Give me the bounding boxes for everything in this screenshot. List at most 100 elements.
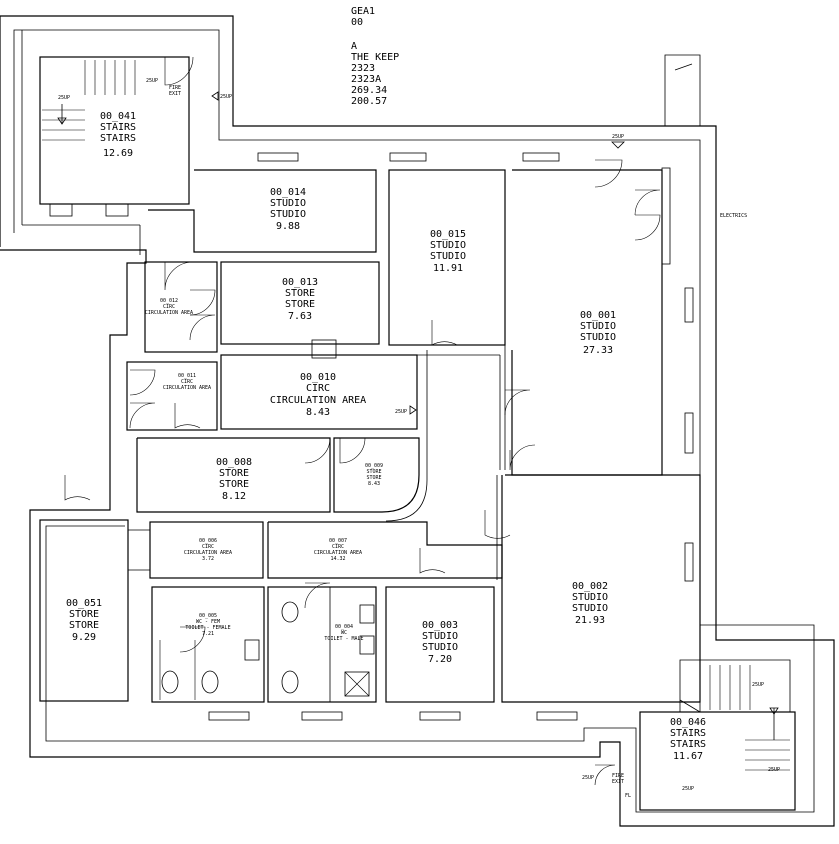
room-name: STUDIO [422,631,458,642]
door-swing [339,437,366,464]
door-swing [179,626,206,653]
room-number: 00_051 [66,598,102,609]
room-area: 3.72 [202,556,214,562]
arrow-left-icon [211,91,219,101]
room-use: TOILET - FEMALE [185,625,230,631]
room-number: 00_010 [300,372,336,383]
room-name: STUDIO [270,198,306,209]
room-area: 7.63 [288,311,312,322]
sink-icon [359,604,375,624]
room-area: 8.43 [368,481,380,487]
room-name: STORE [69,609,99,620]
floor-level-tag: FL [625,793,631,799]
room-use: STUDIO [270,209,306,220]
door-swing [189,289,216,316]
room-area: 7.21 [202,631,214,637]
fire-exit-tag: FIRE [612,773,624,779]
room-area: 7.20 [428,654,452,665]
shower-icon [344,671,370,697]
direction-arrows [57,91,779,740]
room-number: 00_008 [216,457,252,468]
room-use: STUDIO [422,642,458,653]
room-number: 00_013 [282,277,318,288]
fire-exit-tag: FIRE [169,85,181,91]
room-name: STUDIO [580,321,616,332]
door-swing [431,320,458,346]
annotation-tags: 25UP 25UP 25UP FIRE EXIT 25UP ELECTRICS … [58,78,780,799]
room-number: 00_007 [329,538,347,544]
door-swing [164,56,194,86]
room-use: STORE [219,479,249,490]
door-swing [189,314,216,341]
room-name: CIRC [306,383,330,394]
header-line: 2323 [351,63,375,74]
fire-exit-tag: EXIT [612,779,624,785]
header-line: A [351,41,357,52]
sanitary-fixtures [159,601,375,700]
up-tag: 25UP [768,767,780,773]
room-area: 27.33 [583,345,613,356]
room-use: STUDIO [580,332,616,343]
drawing-header: GEA1 00 A THE KEEP 2323 2323A 269.34 200… [351,6,399,107]
header-line: 200.57 [351,96,387,107]
room-name: CIRC [332,544,344,550]
header-line: GEA1 [351,6,375,17]
room-number: 00_002 [572,581,608,592]
room-number: 00_009 [365,463,383,469]
room-use: STUDIO [430,251,466,262]
room-name: WC [341,630,347,636]
room-labels: 00_041 STAIRS STAIRS 12.69 00_014 STUDIO… [66,111,706,762]
room-name: STORE [366,469,381,475]
room-number: 00_014 [270,187,306,198]
room-area: 9.29 [72,632,96,643]
room-number: 00_004 [335,624,353,630]
door-swing [419,548,446,574]
room-name: STUDIO [430,240,466,251]
room-use: STUDIO [572,603,608,614]
room-use: CIRCULATION AREA [314,550,362,556]
room-use: CIRCULATION AREA [184,550,232,556]
room-name: STORE [219,468,249,479]
door-swing [164,261,194,291]
toilet-icon [201,670,219,694]
header-line: THE KEEP [351,52,399,63]
room-number: 00_012 [160,298,178,304]
door-swing [634,189,661,216]
up-tag: 25UP [752,682,764,688]
arrow-right-icon [409,405,417,415]
room-name: STAIRS [670,728,706,739]
room-use: STAIRS [100,133,136,144]
door-swing [304,582,331,609]
door-swing [504,389,531,416]
up-tag: 25UP [612,134,624,140]
room-use: CIRCULATION AREA [270,395,366,406]
room-name: STAIRS [100,122,136,133]
door-swing [634,214,661,241]
up-tag: 25UP [682,786,694,792]
room-use: CIRCULATION AREA [145,310,193,316]
door-swing [484,510,511,539]
room-area: 11.91 [433,263,463,274]
room-number: 00_005 [199,613,217,619]
room-number: 00_001 [580,310,616,321]
sink-icon [244,639,260,661]
room-name: WC - FEM [196,619,220,625]
room-area: 8.12 [222,491,246,502]
door-swing [304,437,331,464]
doors [64,56,661,786]
header-line: 00 [351,17,363,28]
room-name: CIRC [202,544,214,550]
room-number: 00_011 [178,373,196,379]
up-tag: 25UP [582,775,594,781]
door-swing [509,444,536,471]
room-area: 21.93 [575,615,605,626]
room-area: 8.43 [306,407,330,418]
door-swing [174,403,201,429]
room-name: STORE [285,288,315,299]
room-number: 00_041 [100,111,136,122]
room-use: STORE [285,299,315,310]
fire-exit-tag: EXIT [169,91,181,97]
room-area: 9.88 [276,221,300,232]
sink-icon [359,635,375,655]
